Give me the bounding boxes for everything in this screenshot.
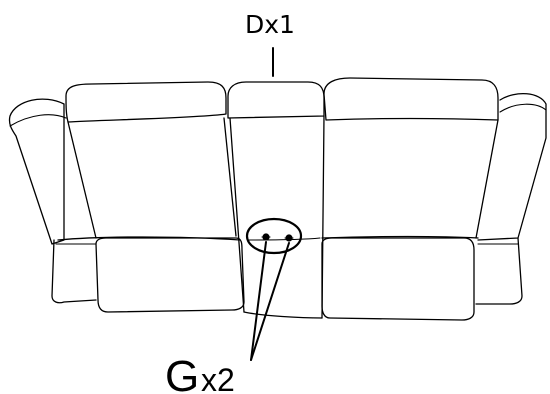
part-d-callout: Dx1 bbox=[245, 10, 295, 77]
left-armrest bbox=[8, 98, 97, 304]
left-back-cushion bbox=[57, 81, 241, 241]
right-seat-cushion bbox=[321, 237, 475, 321]
highlight-ellipse bbox=[245, 217, 303, 255]
part-g-callout: G x2 bbox=[165, 217, 303, 394]
right-armrest bbox=[475, 93, 547, 305]
right-back-cushion bbox=[321, 77, 499, 239]
left-seat-cushion bbox=[95, 237, 245, 313]
part-g-letter: G bbox=[165, 352, 199, 394]
part-g-quantity: x2 bbox=[201, 362, 235, 394]
part-d-label: Dx1 bbox=[245, 10, 295, 39]
